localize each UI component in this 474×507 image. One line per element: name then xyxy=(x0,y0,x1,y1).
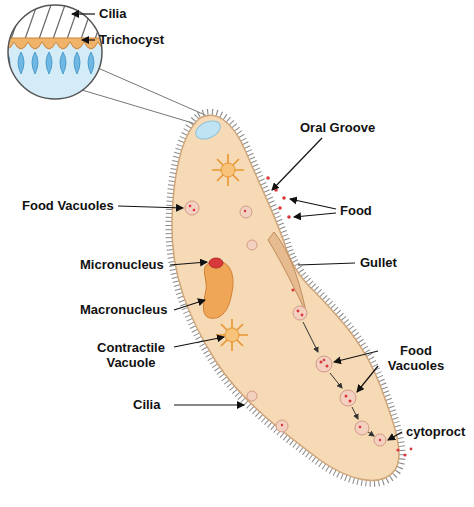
part-label: Food Vacuoles xyxy=(22,198,114,213)
magnified-pellicle xyxy=(0,0,112,114)
cell-body xyxy=(172,115,399,480)
part-label: Trichocyst xyxy=(99,32,164,47)
part-label: Gullet xyxy=(360,255,397,270)
cilia-fringe xyxy=(172,115,399,480)
part-label: Oral Groove xyxy=(300,120,375,135)
part-label: Food Vacuoles xyxy=(382,343,450,373)
contractile-vacuole xyxy=(212,154,248,351)
part-label: Micronucleus xyxy=(80,257,164,272)
part-label: Cilia xyxy=(133,397,160,412)
micronucleus xyxy=(209,258,223,268)
part-label: Macronucleus xyxy=(80,302,167,317)
part-label: cytoproct xyxy=(406,424,465,439)
part-label: Cilia xyxy=(99,6,126,21)
leader-line xyxy=(72,14,402,440)
part-label: Food xyxy=(340,203,372,218)
part-label: Contractile Vacuole xyxy=(88,340,174,370)
food-vacuole xyxy=(185,201,386,446)
macronucleus xyxy=(204,261,234,318)
